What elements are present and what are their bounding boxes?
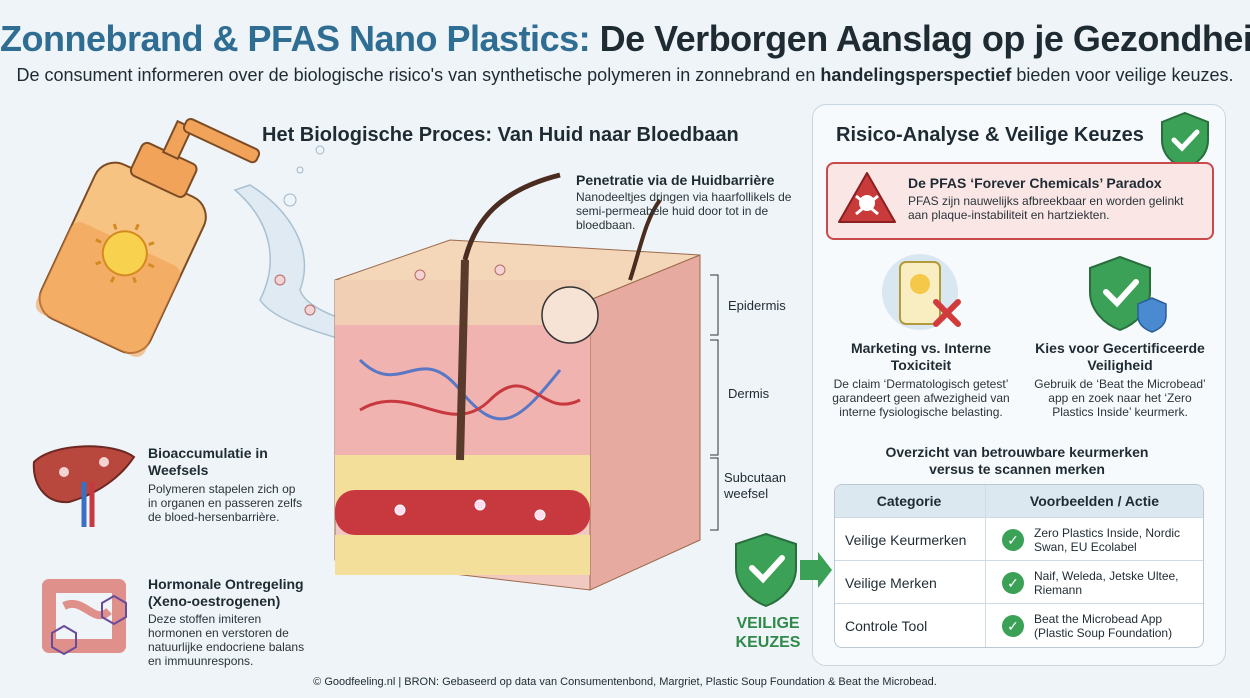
penetration-title: Penetratie via de Huidbarrière bbox=[576, 172, 775, 188]
skin-cross-section bbox=[334, 172, 719, 591]
process-title: Het Biologische Proces: Van Huid naar Bl… bbox=[262, 124, 739, 146]
table-cell-category: Veilige Keurmerken bbox=[845, 531, 967, 548]
table-header-examples: Voorbeelden / Actie bbox=[985, 485, 1203, 517]
pfas-alert-box bbox=[826, 162, 1214, 240]
marketing-title: Marketing vs. Interne Toxiciteit bbox=[850, 340, 992, 373]
hormonal-text: Deze stoffen imiteren hormonen en versto… bbox=[148, 612, 305, 668]
safe-label-2: KEUZES bbox=[735, 634, 801, 651]
title-part-2: De Verborgen Aanslag op je Gezondheid bbox=[599, 18, 1250, 59]
table-header-category: Categorie bbox=[876, 493, 942, 509]
sunscreen-bottle-illustration bbox=[35, 117, 462, 360]
skull-warning-icon bbox=[838, 172, 896, 223]
bioaccumulation-title: Bioaccumulatie in Weefsels bbox=[148, 445, 268, 478]
penetration-text: Nanodeeltjes dringen via haarfollikels d… bbox=[576, 190, 792, 232]
safe-choices-label: VEILIGE KEUZES bbox=[730, 614, 806, 652]
risk-title: Risico-Analyse & Veilige Keuzes bbox=[836, 124, 1144, 146]
safe-label-1: VEILIGE bbox=[736, 615, 800, 632]
table-cell-category: Veilige Merken bbox=[845, 574, 937, 591]
page-subtitle: De consument informeren over de biologis… bbox=[0, 65, 1250, 86]
cream-tube-cross-icon bbox=[882, 254, 961, 330]
marketing-text: De claim ‘Dermatologisch getest’ garande… bbox=[832, 377, 1010, 419]
hormonal-title: Hormonale Ontregeling (Xeno-oestrogenen) bbox=[148, 576, 304, 609]
layer-epidermis: Epidermis bbox=[728, 298, 786, 313]
table-cell-examples: Naif, Weleda, Jetske Ultee, Riemann bbox=[1034, 568, 1179, 597]
title-part-1: Zonnebrand & PFAS Nano Plastics: bbox=[0, 18, 591, 59]
table-cell-examples: Zero Plastics Inside, Nordic Swan, EU Ec… bbox=[1034, 525, 1181, 554]
subtitle-text-1: De consument informeren over de biologis… bbox=[16, 65, 821, 85]
certified-title: Kies voor Gecertificeerde Veiligheid bbox=[1035, 340, 1205, 373]
table-row: Veilige Keurmerken ✓ Zero Plastics Inside… bbox=[835, 517, 1203, 561]
footer-source: © Goodfeeling.nl | BRON: Gebaseerd op da… bbox=[313, 676, 937, 688]
check-icon: ✓ bbox=[1002, 615, 1024, 637]
table-cell-examples-wrap: ✓ Zero Plastics Inside, Nordic Swan, EU E… bbox=[985, 518, 1203, 561]
table-cell-examples-wrap: ✓ Naif, Weleda, Jetske Ultee, Riemann bbox=[985, 561, 1203, 604]
table-row: Controle Tool ✓ Beat the Microbead App (P… bbox=[835, 603, 1203, 647]
table-row: Veilige Merken ✓ Naif, Weleda, Jetske Ult… bbox=[835, 560, 1203, 604]
liver-icon bbox=[32, 445, 136, 527]
subtitle-bold: handelingsperspectief bbox=[820, 65, 1012, 85]
table-header-row: Categorie Voorbeelden / Actie bbox=[835, 485, 1203, 517]
subtitle-text-2: bieden voor veilige keuzes. bbox=[1011, 65, 1234, 85]
layer-dermis: Dermis bbox=[728, 386, 770, 401]
pfas-text: PFAS zijn nauwelijks afbreekbaar en word… bbox=[908, 194, 1184, 222]
table-cell-examples: Beat the Microbead App (Plastic Soup Fou… bbox=[1034, 612, 1173, 640]
check-icon: ✓ bbox=[1002, 528, 1024, 551]
shield-check-icon bbox=[1161, 111, 1209, 170]
table-cell-examples-wrap: ✓ Beat the Microbead App (Plastic Soup Fo… bbox=[985, 604, 1203, 647]
bioaccumulation-text: Polymeren stapelen zich op in organen en… bbox=[148, 482, 303, 524]
certified-shield-icon bbox=[1089, 255, 1167, 333]
certified-text: Gebruik de ‘Beat the Microbead’ app en z… bbox=[1034, 377, 1206, 419]
pfas-title: De PFAS ‘Forever Chemicals’ Paradox bbox=[908, 175, 1162, 191]
keurmerken-table: Categorie Voorbeelden / Actie Veilige Ke… bbox=[834, 484, 1204, 648]
page-title: Zonnebrand & PFAS Nano Plastics: De Verb… bbox=[0, 18, 1250, 60]
safe-choices-shield-icon bbox=[735, 532, 832, 608]
intestine-icon bbox=[42, 579, 127, 656]
table-cell-category: Controle Tool bbox=[845, 618, 928, 634]
check-icon: ✓ bbox=[1002, 571, 1024, 594]
overview-title: Overzicht van betrouwbare keurmerken ver… bbox=[885, 444, 1149, 477]
layer-subcutis-1: Subcutaan bbox=[724, 470, 787, 485]
layer-subcutis-2: weefsel bbox=[724, 486, 769, 501]
